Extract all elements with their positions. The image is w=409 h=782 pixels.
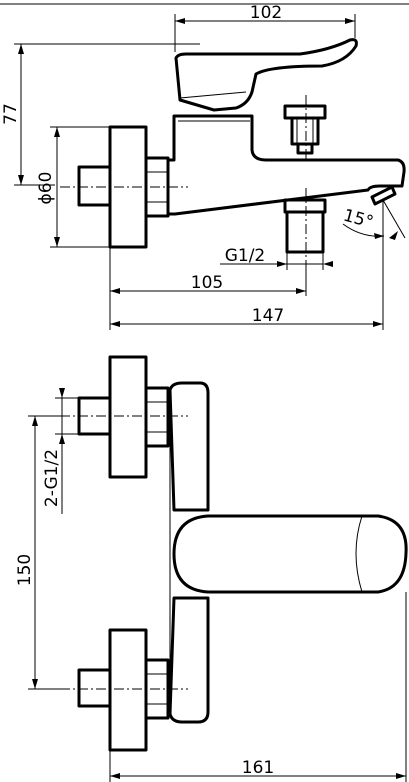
dim-150-arrow-bottom — [32, 679, 38, 689]
dim-g12-arrow-left — [277, 261, 287, 267]
dim-150-label: 150 — [15, 554, 35, 586]
front-lower-flange — [108, 628, 148, 752]
dim-161-arrow-right — [396, 773, 406, 779]
dim-77-label: 77 — [1, 103, 21, 125]
dim-102-arrow-right — [345, 18, 355, 24]
dim-2g12-arrow-bottom — [59, 434, 65, 444]
angle-arrow-a — [374, 233, 384, 239]
front-lever-handle — [172, 514, 408, 594]
side-aerator — [370, 185, 397, 206]
dim-2g12-arrow-top — [59, 388, 65, 398]
side-lever-handle — [174, 38, 358, 112]
front-upper-flange — [108, 355, 148, 479]
dim-2g12-label: 2-G1/2 — [42, 449, 62, 507]
dim-105-arrow-right — [296, 288, 306, 294]
dim-102-arrow-left — [175, 18, 185, 24]
side-shower-outlet — [285, 210, 325, 254]
front-view: 2-G1/2 150 161 — [15, 355, 408, 782]
front-body-lower — [168, 596, 210, 724]
dim-105-label: 105 — [191, 273, 223, 293]
dim-150-arrow-top — [32, 416, 38, 426]
side-diverter-cap — [283, 104, 327, 120]
side-lever-seam — [179, 91, 247, 99]
front-lever-tip-curve — [355, 515, 363, 593]
dim-147-arrow-right — [373, 321, 383, 327]
dim-dia-arrow-top — [54, 127, 60, 137]
dim-161-label: 161 — [242, 758, 274, 778]
dim-dia-label: ϕ60 — [36, 172, 56, 205]
front-body-upper — [168, 381, 210, 512]
dim-77-arrow-top — [18, 44, 24, 54]
dim-161-arrow-left — [110, 773, 120, 779]
front-lower-stub — [77, 668, 112, 708]
angle-label: 15° — [341, 206, 375, 233]
dim-147-label: 147 — [252, 306, 284, 326]
side-diverter-base — [296, 142, 314, 155]
dim-102-label: 102 — [250, 3, 282, 23]
side-mixer-body — [166, 114, 406, 216]
side-inlet-stub — [77, 165, 112, 207]
angle-ref-line-a — [382, 199, 406, 239]
side-diverter-stem — [290, 116, 320, 146]
side-shower-outlet-ring — [283, 198, 327, 214]
dim-105-arrow-left — [110, 288, 120, 294]
angle-arrow-b — [389, 231, 398, 240]
front-upper-nut — [144, 386, 170, 448]
dim-g12-label: G1/2 — [225, 246, 266, 266]
dim-147-arrow-left — [110, 321, 120, 327]
dim-g12-arrow-right — [323, 261, 333, 267]
dim-dia-arrow-bottom — [54, 237, 60, 247]
dim-77-arrow-bottom — [18, 175, 24, 185]
side-view: 102 77 ϕ60 G1/2 105 147 — [1, 3, 406, 330]
